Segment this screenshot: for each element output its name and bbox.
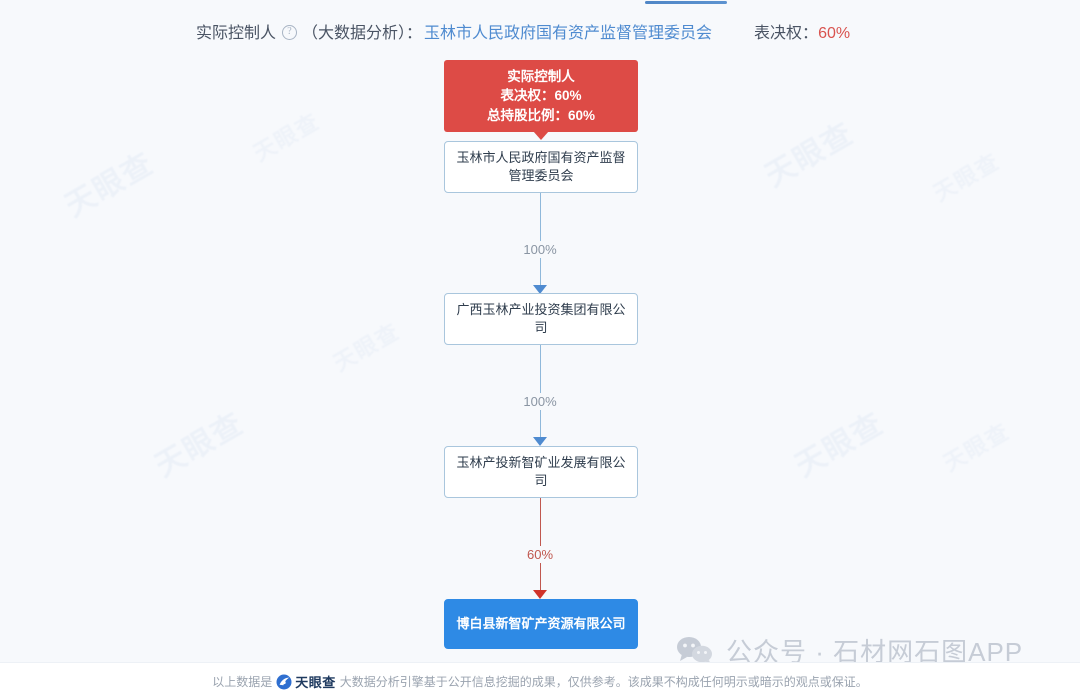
edge-label-gov-to-invest: 100% <box>500 241 580 258</box>
arrow-down-icon <box>533 285 547 294</box>
node-bobai-xinzhi-mineral-resources[interactable]: 博白县新智矿产资源有限公司 <box>444 599 638 649</box>
arrow-down-icon <box>533 590 547 599</box>
footer-disclaimer-inner: 以上数据是 天眼查 大数据分析引擎基于公开信息挖掘的成果，仅供参考。该成果不构成… <box>212 672 868 691</box>
footer-prefix: 以上数据是 <box>212 675 273 689</box>
edge-label-mining-to-target: 60% <box>500 546 580 563</box>
wechat-icon <box>676 636 714 666</box>
active-tab-indicator[interactable] <box>645 1 727 4</box>
node-guangxi-yulin-industrial-investment[interactable]: 广西玉林产业投资集团有限公司 <box>444 293 638 345</box>
node-government-asset-commission[interactable]: 玉林市人民政府国有资产监督管理委员会 <box>444 141 638 193</box>
arrow-down-icon <box>533 437 547 446</box>
controller-banner-pointer-icon <box>533 131 549 140</box>
vote-right-label: 表决权： <box>754 25 819 42</box>
node-actual-controller[interactable]: 实际控制人 表决权：60% 总持股比例：60% <box>444 60 638 132</box>
controller-node-line-2: 表决权：60% <box>500 88 582 104</box>
controller-header-inner: 实际控制人 ? （大数据分析）： 玉林市人民政府国有资产监督管理委员会 表决权：… <box>196 19 850 43</box>
tianyancha-brand[interactable]: 天眼查 <box>276 672 336 691</box>
vote-right-group: 表决权：60% <box>754 19 850 43</box>
tianyancha-brand-name: 天眼查 <box>295 675 336 690</box>
node-label: 玉林市人民政府国有资产监督管理委员会 <box>456 149 626 183</box>
controller-node-line-3: 总持股比例：60% <box>486 107 596 123</box>
controller-label: 实际控制人 <box>196 25 277 42</box>
vote-right-value: 60% <box>818 25 851 42</box>
edge-label-invest-to-mining: 100% <box>500 393 580 410</box>
footer-suffix: 大数据分析引擎基于公开信息挖掘的成果，仅供参考。该成果不构成任何明示或暗示的观点… <box>339 675 868 689</box>
question-mark-circle-icon[interactable]: ? <box>282 24 298 40</box>
node-label: 玉林产投新智矿业发展有限公司 <box>456 454 626 488</box>
controller-entity-link[interactable]: 玉林市人民政府国有资产监督管理委员会 <box>424 25 713 42</box>
node-yulin-xinzhi-mining[interactable]: 玉林产投新智矿业发展有限公司 <box>444 446 638 498</box>
node-label: 博白县新智矿产资源有限公司 <box>456 615 626 631</box>
node-label: 广西玉林产业投资集团有限公司 <box>456 301 626 335</box>
controller-node-line-1: 实际控制人 <box>507 69 575 85</box>
controller-header: 实际控制人 ? （大数据分析）： 玉林市人民政府国有资产监督管理委员会 表决权：… <box>0 16 1080 46</box>
footer-disclaimer-bar: 以上数据是 天眼查 大数据分析引擎基于公开信息挖掘的成果，仅供参考。该成果不构成… <box>0 662 1080 700</box>
tianyancha-logo-icon <box>276 674 292 690</box>
analysis-note: （大数据分析）： <box>302 25 423 42</box>
edge-gov-to-invest <box>540 193 541 288</box>
